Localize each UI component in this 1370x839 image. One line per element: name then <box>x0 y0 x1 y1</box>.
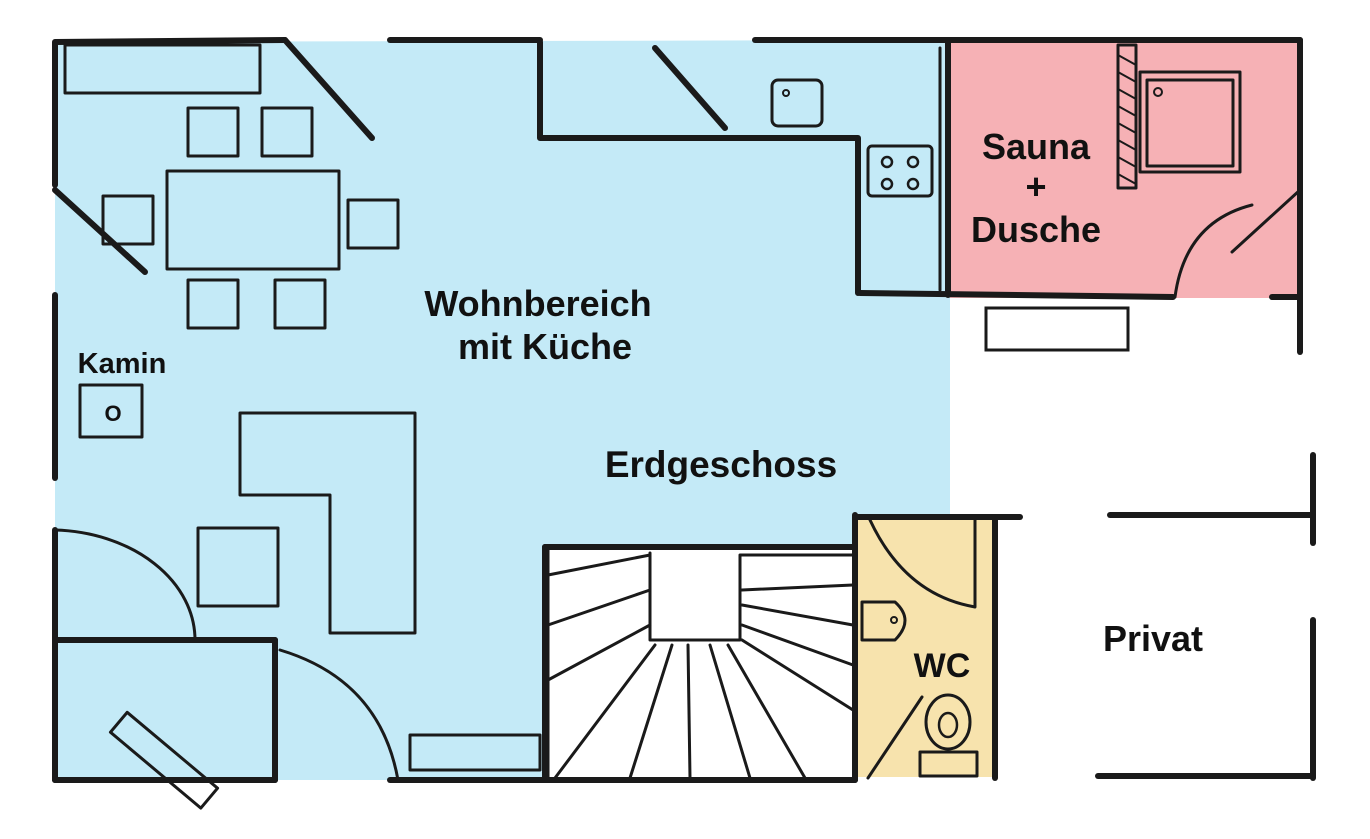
wc-label: WC <box>914 647 971 685</box>
stove <box>866 144 934 198</box>
toilet-tank <box>918 750 979 778</box>
sauna-label: Dusche <box>971 209 1101 250</box>
chair <box>101 194 155 246</box>
sauna-label: Sauna <box>982 126 1091 167</box>
chair <box>273 278 327 330</box>
living-area-label: mit Küche <box>458 326 632 367</box>
staircase <box>546 548 855 782</box>
chair <box>186 106 240 158</box>
fireplace-symbol: O <box>104 401 121 426</box>
floor-label: Erdgeschoss <box>605 444 837 485</box>
chair <box>186 278 240 330</box>
door-swing <box>868 518 977 609</box>
sauna-fixtures <box>1116 43 1242 190</box>
hall-bench <box>984 306 1130 352</box>
sink <box>770 78 824 128</box>
kitchen-counter <box>537 39 934 296</box>
wc-fill <box>855 515 995 777</box>
chair <box>346 198 400 250</box>
toilet-bowl <box>924 693 972 751</box>
entry-bench <box>408 733 542 772</box>
chair <box>260 106 314 158</box>
fireplace <box>78 383 144 439</box>
living-area-label: Wohnbereich <box>424 283 651 324</box>
sideboard <box>63 43 262 95</box>
armchair <box>196 526 280 608</box>
dining-table <box>165 169 341 271</box>
shower-tray <box>1138 70 1242 174</box>
sauna-label: + <box>1025 166 1046 207</box>
wash-basin <box>860 600 907 642</box>
living-furniture <box>52 37 542 810</box>
door-swing <box>53 528 197 642</box>
interior-walls <box>52 37 1316 783</box>
doors <box>53 188 1302 782</box>
door-swing <box>278 648 400 782</box>
fireplace-label: Kamin <box>78 348 167 380</box>
sauna-fill <box>950 40 1300 298</box>
private-label: Privat <box>1103 618 1203 659</box>
wc-fixtures <box>860 600 979 780</box>
corner-sofa <box>238 411 417 635</box>
shoe-rack <box>108 710 220 810</box>
door-swing <box>1173 203 1254 299</box>
